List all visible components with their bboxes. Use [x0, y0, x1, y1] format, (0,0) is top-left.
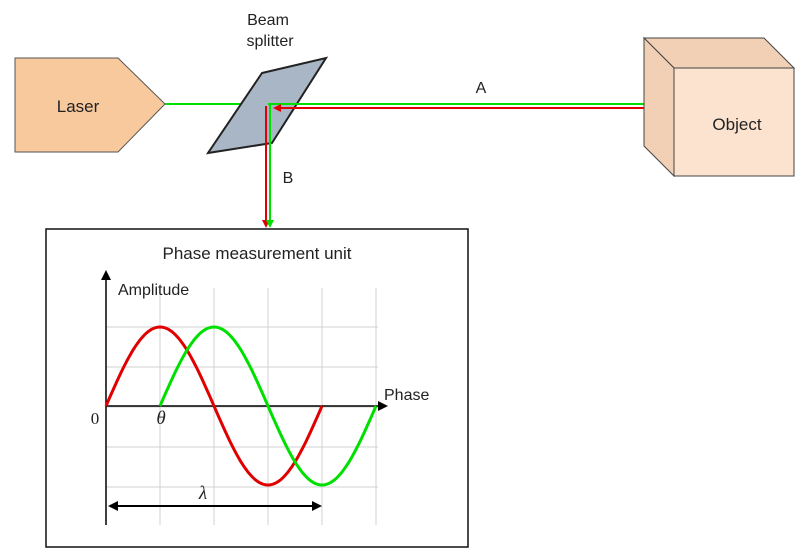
- beam-splitter-label-line1: Beam: [247, 12, 289, 29]
- phase-unit-title: Phase measurement unit: [163, 244, 352, 263]
- object-front-face: [673, 67, 795, 177]
- laser-shape: [14, 57, 166, 153]
- beam-splitter: Beam splitter: [205, 12, 329, 155]
- object-cube: Object: [642, 36, 796, 178]
- path-a-label: A: [476, 80, 487, 97]
- object-label: Object: [712, 115, 761, 134]
- phase-axis-label: Phase: [384, 387, 429, 404]
- laser-label: Laser: [57, 97, 100, 116]
- path-b-label: B: [283, 170, 294, 187]
- origin-label: 0: [91, 409, 100, 428]
- amplitude-axis-label: Amplitude: [118, 282, 189, 299]
- theta-label: θ: [156, 408, 165, 429]
- beam-splitter-label-line2: splitter: [246, 33, 294, 50]
- phase-measurement-unit: Phase measurement unit Amplitude Phase 0…: [45, 228, 469, 548]
- lambda-label: λ: [198, 483, 207, 504]
- measured-wave-green: [158, 325, 378, 487]
- phase-unit-frame: [45, 228, 469, 548]
- laser-block: Laser: [14, 57, 166, 153]
- reference-wave-red: [104, 325, 324, 487]
- beam-splitter-plate: [205, 56, 329, 155]
